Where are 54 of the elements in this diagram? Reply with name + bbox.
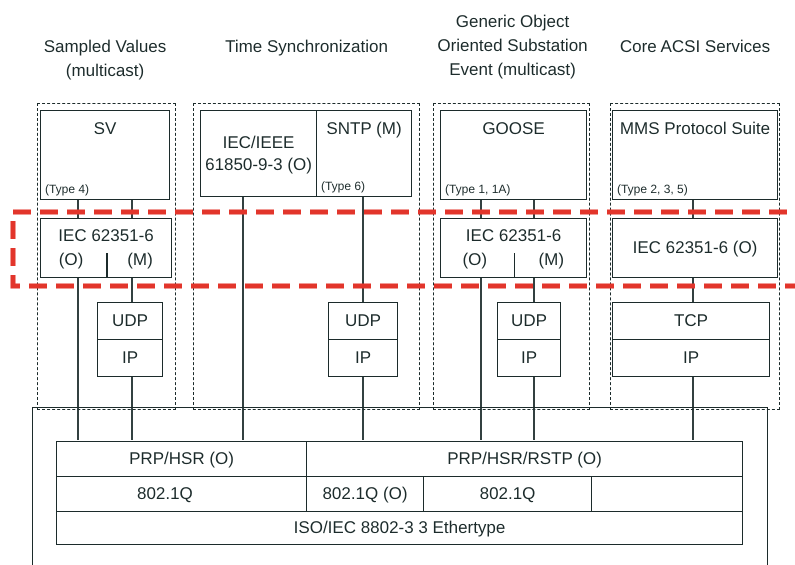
connector-line (242, 197, 244, 440)
connector-line (77, 200, 79, 218)
protocol-box: IEC 62351-6 (O) (612, 218, 778, 278)
column-heading: Time Synchronization (224, 36, 389, 58)
type-note: (Type 2, 3, 5) (617, 182, 688, 196)
connector-line (362, 377, 364, 440)
protocol-box: UDP (97, 302, 163, 340)
protocol-box: IP (328, 339, 398, 377)
protocol-box: TCP (612, 302, 770, 340)
protocol-box: IP (97, 339, 163, 377)
stack-frame (32, 407, 768, 565)
protocol-box (40, 110, 170, 200)
connector-line (480, 200, 482, 218)
table-cell: PRP/HSR (O) (56, 441, 307, 477)
box-label: IEC 62351-6 (464, 225, 562, 247)
protocol-box: IEC/IEEE 61850-9-3 (O) (200, 110, 317, 197)
type-note: (Type 6) (321, 179, 366, 193)
connector-line (692, 278, 694, 302)
protocol-box: IP (497, 339, 561, 377)
protocol-box (316, 110, 412, 197)
type-note: (Type 1, 1A) (445, 182, 510, 196)
box-label: SNTP (M) (325, 118, 403, 140)
box-label: (O) (461, 249, 488, 271)
box-label: GOOSE (481, 118, 546, 140)
box-label: SV (92, 118, 118, 140)
box-label: (M) (538, 249, 565, 271)
table-cell: ISO/IEC 8802-3 3 Ethertype (56, 511, 743, 545)
connector-line (131, 278, 133, 302)
column-heading: Generic Object Oriented Substation Event (multicast) (436, 11, 589, 81)
connector-line (362, 197, 364, 302)
connector-line (533, 278, 535, 302)
protocol-box (612, 110, 778, 200)
connector-line (131, 377, 133, 440)
connector-line (692, 200, 694, 218)
column-heading: Sampled Values (multicast) (42, 36, 168, 82)
box-label: IEC 62351-6 (57, 225, 155, 247)
column-heading: Core ACSI Services (618, 36, 772, 58)
box-label: (O) (58, 249, 84, 271)
connector-line (131, 200, 133, 218)
protocol-box (40, 218, 172, 278)
protocol-box (440, 110, 587, 200)
box-label: (M) (126, 249, 154, 271)
protocol-box (440, 218, 587, 278)
connector-line (692, 377, 694, 440)
connector-line (533, 200, 535, 218)
connector-line (533, 377, 535, 440)
protocol-box: IP (612, 339, 770, 377)
type-note: (Type 4) (45, 182, 90, 196)
protocol-box: UDP (497, 302, 561, 340)
connector-line (77, 278, 79, 440)
connector-line (480, 278, 482, 440)
protocol-box: UDP (328, 302, 398, 340)
box-label: MMS Protocol Suite (618, 118, 772, 140)
table-cell: PRP/HSR/RSTP (O) (306, 441, 743, 477)
